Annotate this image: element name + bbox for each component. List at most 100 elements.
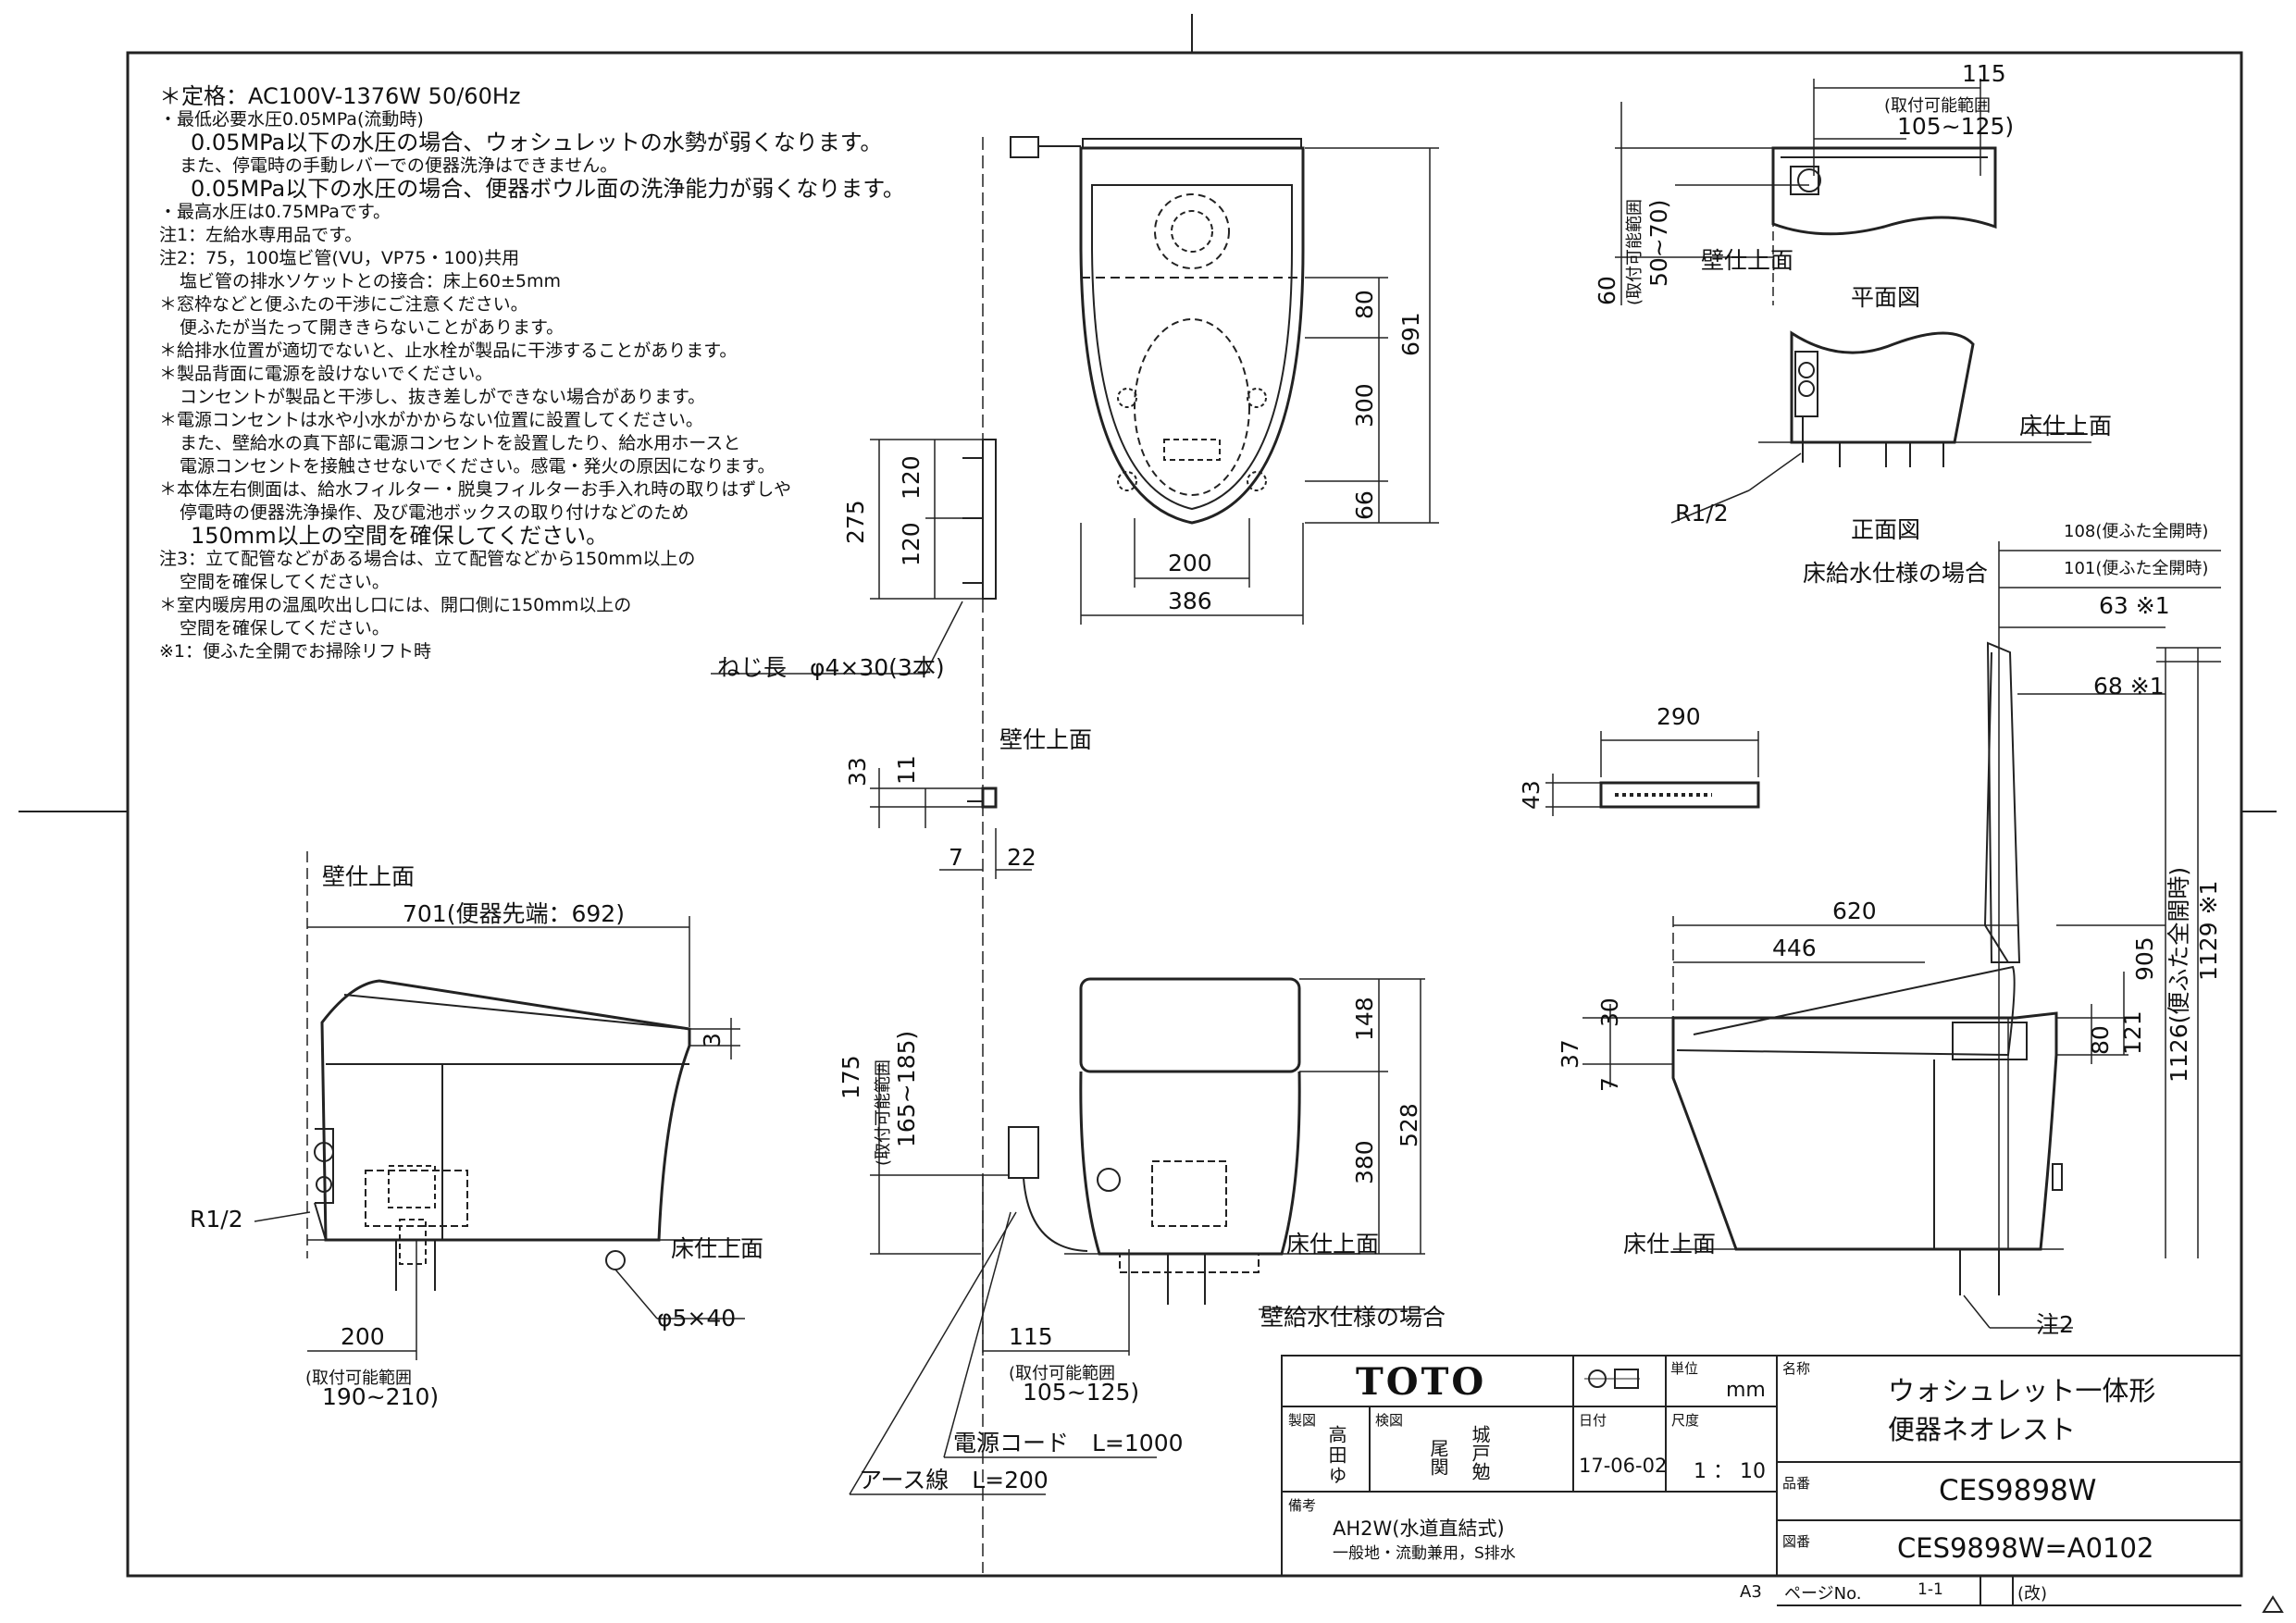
phi540-label: φ5×40 <box>657 1305 737 1332</box>
dim-200-side: 200 <box>341 1323 385 1350</box>
drawing-no-label: 図番 <box>1782 1533 1811 1550</box>
plan-view-label: 平面図 <box>1851 284 1921 311</box>
dim-701: 701(便器先端：692) <box>403 900 625 927</box>
screw-label: ねじ長 φ4×30(3本) <box>717 654 945 681</box>
note-line: また、壁給水の真下部に電源コンセントを設置したり、給水用ホースと <box>180 433 741 453</box>
note-line: ＊定格：AC100V-1376W 50/60Hz <box>159 83 521 109</box>
name-value-2: 便器ネオレスト <box>1888 1414 2077 1445</box>
range-side-label: (取付可能範囲 <box>305 1369 413 1388</box>
wall-supply-label: 壁給水仕様の場合 <box>1260 1304 1446 1331</box>
range-plan-vert-values: 50~70) <box>1645 199 1672 287</box>
dim-148: 148 <box>1351 997 1378 1041</box>
remarks-value-2: 一般地・流動兼用，S排水 <box>1333 1544 1516 1563</box>
note-line: ※1：便ふた全開でお掃除リフト時 <box>159 641 432 662</box>
date-label: 日付 <box>1579 1412 1607 1429</box>
range-plan-vert-label: (取付可能範囲 <box>1625 198 1644 305</box>
dim-63: 63 ※1 <box>2099 592 2170 619</box>
checked-value-1: 尾関 <box>1427 1439 1449 1476</box>
dim-115-plan: 115 <box>1962 60 2006 87</box>
range-side-values: 190~210) <box>322 1383 440 1410</box>
note-line: 塩ビ管の排水ソケットとの接合：床上60±5mm <box>180 271 562 291</box>
dim-905: 905 <box>2131 936 2158 981</box>
drawing-border <box>126 51 2243 1578</box>
note-line: ＊本体左右側面は、給水フィルター・脱臭フィルターお手入れ時の取りはずしや <box>159 479 792 500</box>
name-label: 名称 <box>1782 1360 1811 1377</box>
dim-386: 386 <box>1168 588 1212 614</box>
earth-wire-label: アース線 L=200 <box>859 1467 1049 1493</box>
dim-691: 691 <box>1397 312 1424 356</box>
dim-1129: 1129 ※1 <box>2195 880 2222 981</box>
dim-380: 380 <box>1351 1140 1378 1184</box>
dim-3: 3 <box>699 1033 726 1047</box>
note-line: ＊給排水位置が適切でないと、止水栓が製品に干渉することがあります。 <box>159 341 738 361</box>
dim-30: 30 <box>1596 997 1623 1027</box>
dim-620: 620 <box>1832 898 1877 924</box>
side-view-drawing <box>254 851 745 1360</box>
lid-open-101-label: 101(便ふた全開時) <box>2064 559 2209 578</box>
note-line: 注1：左給水専用品です。 <box>159 225 363 245</box>
floor-surface-label-lid: 床仕上面 <box>1623 1231 1717 1258</box>
corner-triangle-icon <box>2262 1595 2284 1613</box>
note-line: 空間を確保してください。 <box>180 618 390 638</box>
note-line: 150mm以上の空間を確保してください。 <box>191 523 609 549</box>
dim-290: 290 <box>1657 703 1701 730</box>
page-label: ページNo. <box>1784 1584 1862 1604</box>
floor-surface-label-side: 床仕上面 <box>671 1235 764 1262</box>
note-line: ・最高水圧は0.75MPaです。 <box>159 202 391 222</box>
dim-7-holder: 7 <box>949 844 963 871</box>
revision: (改) <box>2017 1584 2048 1604</box>
note-line: 0.05MPa以下の水圧の場合、ウォシュレットの水勢が弱くなります。 <box>191 130 883 155</box>
dim-33: 33 <box>844 757 871 787</box>
dim-80-lid: 80 <box>2087 1025 2114 1055</box>
note2-label: 注2 <box>2036 1311 2074 1338</box>
sheet-size: A3 <box>1740 1582 1762 1602</box>
floor-supply-label: 床給水仕様の場合 <box>1803 560 1989 587</box>
note-line: ＊電源コンセントは水や小水がかからない位置に設置してください。 <box>159 410 703 430</box>
unit-label: 単位 <box>1670 1360 1699 1377</box>
wall-surface-label-plan: 壁仕上面 <box>1701 247 1794 274</box>
remote-holder-drawing <box>870 768 1032 879</box>
remarks-label: 備考 <box>1288 1497 1317 1514</box>
front-view-floor-supply-drawing <box>1670 330 2091 524</box>
scale-label: 尺度 <box>1671 1412 1700 1429</box>
range-plan-values: 105~125) <box>1897 113 2015 140</box>
drawn-value: 高田ゆ <box>1325 1425 1347 1486</box>
dim-121: 121 <box>2119 1010 2146 1055</box>
note-line: 注3：立て配管などがある場合は、立て配管などから150mm以上の <box>159 549 696 569</box>
range-front-vert-values: 165~185) <box>893 1030 920 1147</box>
power-cord-label: 電源コード L=1000 <box>953 1430 1184 1456</box>
dim-115-front: 115 <box>1009 1323 1053 1350</box>
note-line: 電源コンセントを接触させないでください。感電・発火の原因になります。 <box>180 456 776 477</box>
note-line: ＊窓枠などと便ふたの干渉にご注意ください。 <box>159 294 528 315</box>
note-line: 注2：75，100塩ビ管(VU，VP75・100)共用 <box>159 248 520 268</box>
part-number: CES9898W <box>1939 1474 2097 1507</box>
dim-175: 175 <box>838 1055 864 1099</box>
dim-80-top: 80 <box>1351 290 1378 319</box>
notes-block: ＊定格：AC100V-1376W 50/60Hz・最低必要水圧0.05MPa(流… <box>159 83 905 663</box>
unit-value: mm <box>1726 1379 1766 1402</box>
floor-surface-label-front: 床仕上面 <box>1286 1231 1380 1258</box>
name-value-1: ウォシュレット一体形 <box>1888 1375 2156 1406</box>
note-line: 0.05MPa以下の水圧の場合、便器ボウル面の洗浄能力が弱くなります。 <box>191 176 905 202</box>
side-view-lid-open-drawing <box>1582 541 2221 1329</box>
dim-1126: 1126(便ふた全開時) <box>2166 866 2192 1083</box>
dim-43: 43 <box>1518 780 1545 810</box>
front-view-label: 正面図 <box>1851 516 1921 543</box>
note-line: ・最低必要水圧0.05MPa(流動時) <box>159 109 424 130</box>
dim-200-top: 200 <box>1168 550 1212 576</box>
note-line: 停電時の便器洗浄操作、及び電池ボックスの取り付けなどのため <box>180 502 689 523</box>
range-front-label: (取付可能範囲 <box>1009 1364 1116 1383</box>
drawing-number: CES9898W=A0102 <box>1897 1532 2154 1564</box>
checked-value-2: 城戸勉 <box>1469 1425 1491 1481</box>
wall-surface-label-holder: 壁仕上面 <box>999 726 1093 753</box>
lid-open-108-label: 108(便ふた全開時) <box>2064 522 2209 541</box>
dim-68: 68 ※1 <box>2093 673 2165 700</box>
dim-528: 528 <box>1396 1103 1422 1147</box>
range-plan-label: (取付可能範囲 <box>1884 96 1992 116</box>
title-block <box>1281 1355 2242 1606</box>
plan-view-drawing <box>1615 79 1997 305</box>
wall-surface-label-side: 壁仕上面 <box>322 863 416 890</box>
dim-66: 66 <box>1351 490 1378 520</box>
floor-surface-label-front-small: 床仕上面 <box>2019 413 2113 440</box>
remarks-value-1: AH2W(水道直結式) <box>1333 1518 1505 1540</box>
